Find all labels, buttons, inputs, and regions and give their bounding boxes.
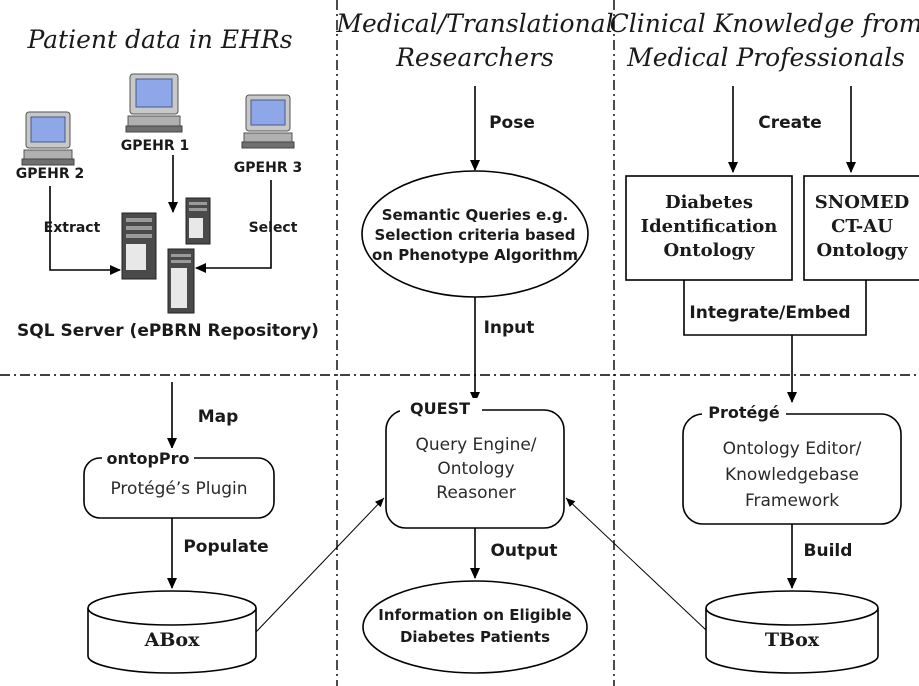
header-researchers-line2: Researchers (395, 43, 554, 72)
label-integrate: Integrate/Embed (689, 303, 850, 323)
snomed-ct-au-ontology-box (803, 175, 919, 281)
computer-icon-gpehr1 (125, 73, 183, 133)
query-text-line3: on Phenotype Algorithm (372, 246, 578, 264)
header-knowledge-line1: Clinical Knowledge from (610, 9, 919, 38)
dio-line1: Diabetes (665, 192, 753, 213)
arrow-extract (49, 186, 121, 275)
eligible-patients-node (362, 580, 588, 674)
query-text-line1: Semantic Queries e.g. (382, 206, 569, 224)
result-line2: Diabetes Patients (400, 628, 550, 646)
tbox-label: TBox (765, 629, 820, 651)
label-sql-server: SQL Server (ePBRN Repository) (17, 321, 319, 341)
quest-desc-line1: Query Engine/ (415, 435, 536, 455)
arrow-tbox-to-quest (565, 497, 707, 631)
label-create: Create (758, 113, 822, 133)
computer-icon-gpehr3 (241, 94, 295, 149)
label-extract: Extract (44, 220, 101, 236)
dio-line3: Ontology (664, 240, 756, 261)
ontoppro-title: ontopPro (106, 449, 189, 468)
label-build: Build (804, 541, 853, 561)
header-ehr: Patient data in EHRs (26, 25, 292, 54)
server-icon (121, 197, 211, 314)
quest-title-bg (400, 398, 482, 418)
ontoppro-title-bg (102, 448, 194, 468)
abox-store (87, 590, 257, 674)
computer-icon-gpehr2 (21, 111, 75, 166)
label-gpehr1: GPEHR 1 (121, 138, 189, 154)
diabetes-identification-ontology-box (625, 175, 793, 281)
label-gpehr2: GPEHR 2 (16, 166, 84, 182)
snomed-line3: Ontology (817, 240, 909, 261)
query-text-line2: Selection criteria based (374, 226, 575, 244)
snomed-line2: CT-AU (831, 216, 893, 237)
dio-line2: Identification (641, 216, 778, 237)
quest-desc-line3: Reasoner (436, 483, 515, 503)
protege-desc-line1: Ontology Editor/ (723, 439, 862, 459)
arrow-select (195, 180, 272, 273)
header-researchers-line1: Medical/Translational (335, 9, 613, 38)
quest-desc-line2: Ontology (437, 459, 514, 479)
header-knowledge-line2: Medical Professionals (626, 43, 905, 72)
protege-title: Protégé (708, 403, 780, 422)
label-populate: Populate (183, 537, 268, 557)
protege-title-bg (702, 402, 786, 422)
protege-desc-line2: Knowledgebase (725, 465, 859, 485)
snomed-line1: SNOMED (815, 192, 909, 213)
label-select: Select (249, 220, 298, 236)
tbox-store (705, 590, 879, 674)
label-map: Map (198, 407, 239, 427)
label-pose: Pose (489, 113, 535, 133)
result-line1: Information on Eligible (378, 606, 571, 624)
ontoppro-desc: Protégé’s Plugin (110, 479, 247, 499)
label-output: Output (490, 541, 557, 561)
arrow-abox-to-quest (255, 497, 385, 633)
protege-desc-line3: Framework (745, 491, 839, 511)
quest-title: QUEST (410, 399, 470, 418)
abox-label: ABox (144, 629, 200, 651)
integrate-bracket (683, 280, 867, 336)
label-input: Input (484, 318, 535, 338)
label-gpehr3: GPEHR 3 (234, 160, 302, 176)
